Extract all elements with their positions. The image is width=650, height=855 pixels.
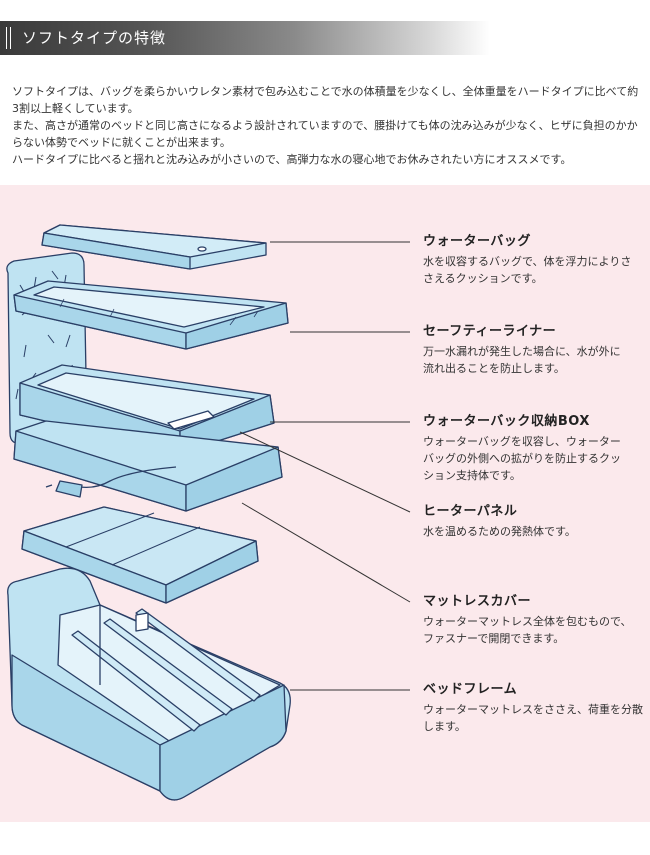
part-label-safety-liner: セーフティーライナー 万一水漏れが発生した場合に、水が外に 流れ出ることを防止し… (423, 323, 648, 377)
part-description-line: ウォーターマットレス全体を包むもので、 (423, 615, 632, 628)
part-description-line: ション支持体です。 (423, 469, 521, 482)
part-title: マットレスカバー (423, 594, 532, 609)
intro-text: ソフトタイプは、バッグを柔らかいウレタン素材で包み込むことで水の体積量を少なくし… (12, 83, 640, 168)
part-description-line: バッグの外側への拡がりを防止するクッ (423, 452, 621, 465)
section-header: ソフトタイプの特徴 (0, 21, 490, 55)
part-description-line: ウォーターバッグを収容し、ウォーター (423, 435, 621, 448)
part-label-water-bag: ウォーターバッグ 水を収容するバッグで、体を浮力によりさ さえるクッションです。 (423, 233, 648, 287)
part-description-line: 水を温めるための発熱体です。 (423, 525, 576, 538)
safety-liner (13, 280, 289, 350)
part-description-line: ファスナーで開閉できます。 (423, 632, 565, 645)
heater-panel (13, 420, 283, 512)
part-label-heater-panel: ヒーターパネル 水を温めるための発熱体です。 (423, 503, 648, 540)
header-accent-lines (6, 27, 11, 49)
part-description-line: 万一水漏れが発生した場合に、水が外に (423, 345, 621, 358)
part-description-line: します。 (423, 720, 466, 733)
part-title: ウォーターバック収納BOX (423, 414, 590, 429)
part-description: 水を温めるための発熱体です。 (423, 523, 648, 540)
leader-lines (239, 241, 411, 691)
section-title: ソフトタイプの特徴 (22, 29, 167, 47)
part-description-line: ウォーターマットレスをささえ、荷重を分散 (423, 703, 643, 716)
part-description-line: さえるクッションです。 (423, 272, 543, 285)
part-description: ウォーターマットレスをささえ、荷重を分散 します。 (423, 701, 648, 735)
part-title: ウォーターバッグ (423, 234, 531, 249)
part-description: ウォーターバッグを収容し、ウォーター バッグの外側への拡がりを防止するクッ ショ… (423, 433, 648, 484)
part-description: 水を収容するバッグで、体を浮力によりさ さえるクッションです。 (423, 253, 648, 287)
heater-cord (45, 466, 177, 498)
intro-paragraph: ソフトタイプは、バッグを柔らかいウレタン素材で包み込むことで水の体積量を少なくし… (12, 85, 639, 115)
part-label-mattress-cover: マットレスカバー ウォーターマットレス全体を包むもので、 ファスナーで開閉できま… (423, 593, 648, 647)
bed-frame (7, 567, 291, 801)
part-description: ウォーターマットレス全体を包むもので、 ファスナーで開閉できます。 (423, 613, 648, 647)
intro-paragraph: また、高さが通常のベッドと同じ高さになるよう設計されていますので、腰掛けても体の… (12, 119, 638, 149)
part-title: ベッドフレーム (423, 682, 518, 697)
part-title: セーフティーライナー (423, 324, 557, 339)
part-title: ヒーターパネル (423, 504, 518, 519)
water-bag (41, 224, 267, 270)
part-description: 万一水漏れが発生した場合に、水が外に 流れ出ることを防止します。 (423, 343, 648, 377)
part-label-storage-box: ウォーターバック収納BOX ウォーターバッグを収容し、ウォーター バッグの外側へ… (423, 413, 648, 484)
mattress-cover (21, 506, 259, 604)
part-description-line: 水を収容するバッグで、体を浮力によりさ (423, 255, 632, 268)
part-description-line: 流れ出ることを防止します。 (423, 362, 565, 375)
intro-paragraph: ハードタイプに比べると揺れと沈み込みが小さいので、高弾力な水の寝心地でお休みされ… (12, 153, 572, 166)
part-label-bed-frame: ベッドフレーム ウォーターマットレスをささえ、荷重を分散 します。 (423, 681, 648, 735)
exploded-diagram: ウォーターバッグ 水を収容するバッグで、体を浮力によりさ さえるクッションです。… (0, 185, 650, 822)
exploded-bed-illustration (6, 224, 411, 801)
